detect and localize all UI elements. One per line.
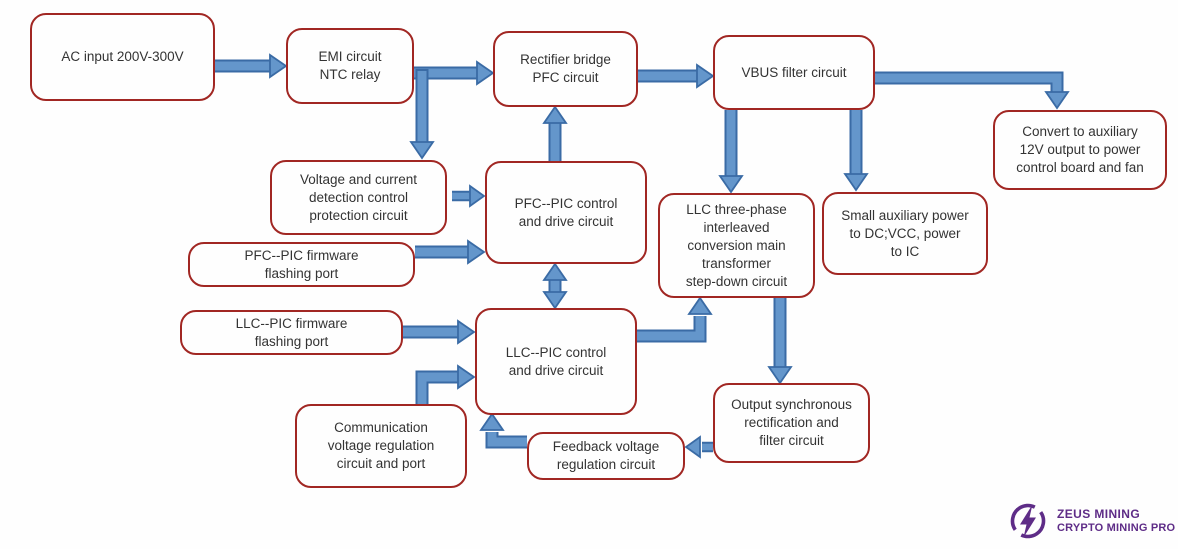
box-small-aux-power-label: Small auxiliary power to DC;VCC, power t… [841,207,969,259]
box-pfc-pic-firmware-label: PFC--PIC firmware flashing port [244,247,359,281]
arrow-vbus-to-small-aux [843,110,869,192]
box-vbus-filter-label: VBUS filter circuit [741,64,847,80]
box-emi-circuit: EMI circuit NTC relay [286,28,414,104]
box-llc-three-phase-label: LLC three-phase interleaved conversion m… [685,201,788,289]
box-rectifier-bridge: Rectifier bridge PFC circuit [493,31,638,107]
box-feedback-voltage: Feedback voltage regulation circuit [527,432,685,480]
logo-tagline: CRYPTO MINING PRO [1057,522,1176,534]
arrow-feedback-to-llc-control [479,412,527,449]
arrow-llc-control-to-llc-three-phase [637,296,713,343]
lightning-bolt-icon [1010,503,1046,539]
arrow-ac-to-emi [215,53,288,79]
zeus-mining-logo: ZEUS MINING CRYPTO MINING PRO [1006,498,1175,544]
arrow-output-to-feedback [684,435,713,459]
arrow-pfc-control-to-rectifier [542,105,568,161]
arrow-communication-to-llc-control [415,364,476,404]
box-voltage-current-detection: Voltage and current detection control pr… [270,160,447,235]
box-llc-pic-control-label: LLC--PIC control and drive circuit [505,344,607,378]
box-convert-aux-12v-label: Convert to auxiliary 12V output to power… [1016,124,1144,175]
box-vbus-filter: VBUS filter circuit [713,35,875,110]
box-llc-pic-firmware: LLC--PIC firmware flashing port [180,310,403,355]
box-pfc-pic-control-label: PFC--PIC control and drive circuit [514,195,618,229]
box-communication-voltage: Communication voltage regulation circuit… [295,404,467,488]
arrow-llc-three-phase-to-output [767,298,793,385]
box-convert-aux-12v: Convert to auxiliary 12V output to power… [993,110,1167,190]
box-small-aux-power: Small auxiliary power to DC;VCC, power t… [822,192,988,275]
box-pfc-pic-control: PFC--PIC control and drive circuit [485,161,647,264]
arrow-vbus-to-convert-aux [875,71,1070,110]
box-communication-voltage-label: Communication voltage regulation circuit… [327,420,435,471]
box-llc-three-phase: LLC three-phase interleaved conversion m… [658,193,815,298]
box-output-sync-rect-label: Output synchronous rectification and fil… [731,397,852,448]
arrow-voltage-detection-to-pfc-control [452,184,486,208]
arrow-emi-to-voltage-detection [409,69,435,160]
box-emi-circuit-label: EMI circuit NTC relay [318,49,382,82]
arrow-llc-firmware-to-llc-control [403,319,476,345]
box-voltage-current-detection-label: Voltage and current detection control pr… [299,171,418,223]
arrow-rectifier-to-vbus [638,63,715,89]
arrow-vbus-to-llc-three-phase [718,110,744,194]
box-ac-input: AC input 200V-300V [30,13,215,101]
box-llc-pic-firmware-label: LLC--PIC firmware flashing port [235,315,348,349]
box-llc-pic-control: LLC--PIC control and drive circuit [475,308,637,415]
arrow-pfc-control-llc-control-bidirectional [542,262,568,310]
box-rectifier-bridge-label: Rectifier bridge PFC circuit [520,52,611,85]
arrow-pfc-firmware-to-pfc-control [415,239,486,265]
box-output-sync-rect: Output synchronous rectification and fil… [713,383,870,463]
box-feedback-voltage-label: Feedback voltage regulation circuit [552,439,660,472]
box-ac-input-label: AC input 200V-300V [61,49,184,64]
box-pfc-pic-firmware: PFC--PIC firmware flashing port [188,242,415,287]
logo-brand: ZEUS MINING [1057,507,1141,521]
